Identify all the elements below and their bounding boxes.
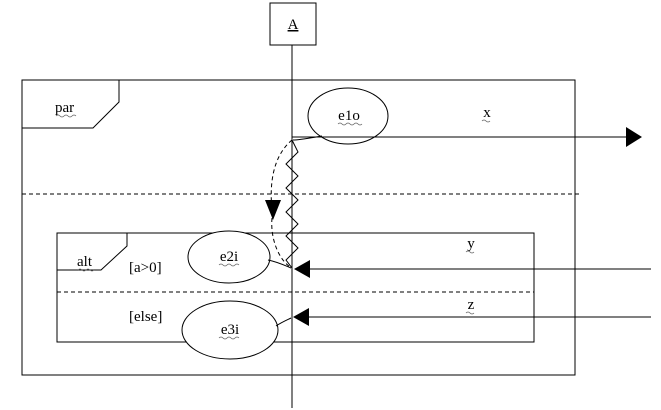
- ordering-dashed-return: [271, 217, 293, 269]
- zigzag-marker: [285, 139, 299, 269]
- lifeline-label: A: [288, 17, 299, 33]
- alt-guard-then: [a>0]: [129, 260, 162, 276]
- event-e3i-label: e3i: [221, 322, 239, 338]
- message-z-label: z: [468, 297, 475, 313]
- message-y-label: y: [467, 236, 475, 252]
- message-y[interactable]: y: [294, 236, 651, 278]
- event-e1o[interactable]: e1o: [292, 87, 389, 145]
- alt-label: alt: [77, 254, 93, 270]
- par-label: par: [55, 100, 74, 116]
- lifeline-head[interactable]: A: [269, 2, 317, 46]
- wavy-underlines: [55, 114, 491, 340]
- ordering-arrowhead: [265, 200, 281, 220]
- event-e3i[interactable]: e3i: [181, 300, 292, 360]
- message-z[interactable]: z: [293, 297, 651, 326]
- event-e2i-label: e2i: [220, 249, 238, 265]
- event-e2i[interactable]: e2i: [187, 230, 292, 284]
- ordering-dashed-arrow: [270, 139, 293, 211]
- alt-guard-else: [else]: [129, 309, 162, 325]
- alt-fragment[interactable]: alt [a>0] [else]: [56, 232, 535, 343]
- message-x[interactable]: x: [292, 105, 642, 147]
- message-x-label: x: [483, 105, 491, 121]
- par-fragment[interactable]: par: [21, 79, 582, 376]
- event-e1o-label: e1o: [338, 108, 360, 124]
